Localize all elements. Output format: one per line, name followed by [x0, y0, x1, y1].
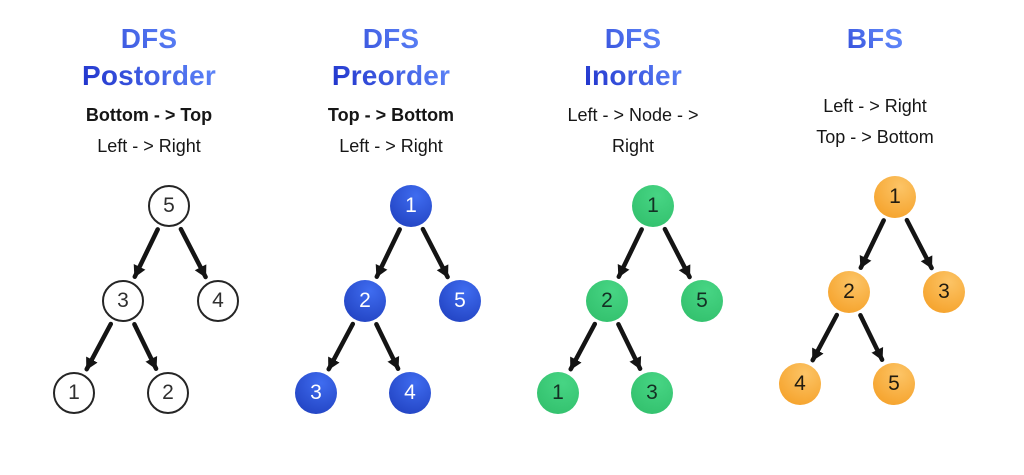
column-title: DFS Inorder	[584, 20, 682, 100]
subtitle-line-1: Bottom - > Top	[85, 105, 213, 125]
tree-node-mid-right: 4	[197, 280, 239, 322]
arrow-root-to-right	[178, 226, 208, 280]
tree-arrows	[568, 226, 692, 372]
tree-node-bottom-left: 3	[295, 372, 337, 414]
arrow-left-to-rightleaf	[616, 322, 643, 371]
arrow-root-to-left	[132, 227, 160, 279]
tree-node-root: 1	[390, 185, 432, 227]
tree-node-bottom-left: 1	[537, 372, 579, 414]
tree-arrows	[326, 226, 450, 372]
column-title: DFS Preorder	[332, 20, 450, 100]
tree-arrows	[84, 226, 208, 372]
column-title: DFS Postorder	[82, 20, 216, 100]
tree-node-mid-left: 3	[102, 280, 144, 322]
column-subtitle: Bottom - > Top Left - > Right	[86, 100, 212, 168]
arrow-left-to-rightleaf	[374, 322, 401, 371]
tree-node-mid-left: 2	[828, 271, 870, 313]
tree-node-mid-left: 2	[344, 280, 386, 322]
arrow-root-to-right	[420, 226, 450, 280]
tree-dfs-inorder: 1 2 5 1 3	[533, 178, 733, 422]
tree-node-bottom-left: 1	[53, 372, 95, 414]
subtitle-line-1: Left - > Node - >	[567, 105, 699, 125]
tree-arrows	[810, 217, 934, 363]
title-line-2: Postorder	[81, 60, 217, 91]
tree-node-mid-right: 5	[439, 280, 481, 322]
arrow-root-to-right	[662, 226, 692, 280]
column-subtitle: Left - > Node - > Right	[567, 100, 698, 168]
column-dfs-postorder: DFS Postorder Bottom - > Top Left - > Ri…	[28, 20, 270, 475]
title-line-1: DFS	[604, 23, 662, 54]
subtitle-line-1: Top - > Bottom	[327, 105, 455, 125]
arrow-left-to-leftleaf	[326, 321, 356, 372]
title-line-2: Inorder	[584, 60, 682, 91]
subtitle-line-2: Left - > Right	[339, 136, 443, 156]
tree-node-root: 1	[632, 185, 674, 227]
title-line-1: DFS	[362, 23, 420, 54]
tree-dfs-preorder: 1 2 5 3 4	[291, 178, 491, 422]
tree-node-mid-right: 5	[681, 280, 723, 322]
tree-node-bottom-mid: 3	[631, 372, 673, 414]
arrow-left-to-leftleaf	[84, 321, 114, 372]
tree-node-bottom-mid: 5	[873, 363, 915, 405]
subtitle-line-1: Left - > Right	[823, 96, 927, 116]
subtitle-line-2: Right	[611, 136, 654, 156]
arrow-left-to-rightleaf	[132, 322, 159, 371]
tree-bfs: 1 2 3 4 5	[775, 169, 975, 413]
arrow-left-to-leftleaf	[568, 321, 598, 372]
subtitle-line-2: Left - > Right	[97, 136, 201, 156]
column-dfs-preorder: DFS Preorder Top - > Bottom Left - > Rig…	[270, 20, 512, 475]
tree-node-mid-right: 3	[923, 271, 965, 313]
column-subtitle: Left - > Right Top - > Bottom	[816, 91, 934, 159]
title-line-1: BFS	[846, 23, 904, 54]
column-bfs: BFS Left - > Right Top - > Bottom 1 2 3 …	[754, 20, 996, 475]
title-line-1: DFS	[120, 23, 178, 54]
column-dfs-inorder: DFS Inorder Left - > Node - > Right 1 2 …	[512, 20, 754, 475]
arrow-root-to-left	[858, 218, 886, 270]
tree-node-mid-left: 2	[586, 280, 628, 322]
title-line-2: Preorder	[331, 60, 451, 91]
tree-node-bottom-left: 4	[779, 363, 821, 405]
tree-node-root: 5	[148, 185, 190, 227]
arrow-root-to-right	[904, 217, 934, 271]
arrow-left-to-rightleaf	[858, 313, 885, 362]
tree-node-bottom-mid: 2	[147, 372, 189, 414]
tree-node-root: 1	[874, 176, 916, 218]
arrow-root-to-left	[374, 227, 402, 279]
subtitle-line-2: Top - > Bottom	[816, 127, 934, 147]
arrow-left-to-leftleaf	[810, 312, 840, 363]
column-title: BFS	[847, 20, 904, 100]
tree-dfs-postorder: 5 3 4 1 2	[49, 178, 249, 422]
arrow-root-to-left	[616, 227, 644, 279]
tree-node-bottom-mid: 4	[389, 372, 431, 414]
column-subtitle: Top - > Bottom Left - > Right	[328, 100, 454, 168]
